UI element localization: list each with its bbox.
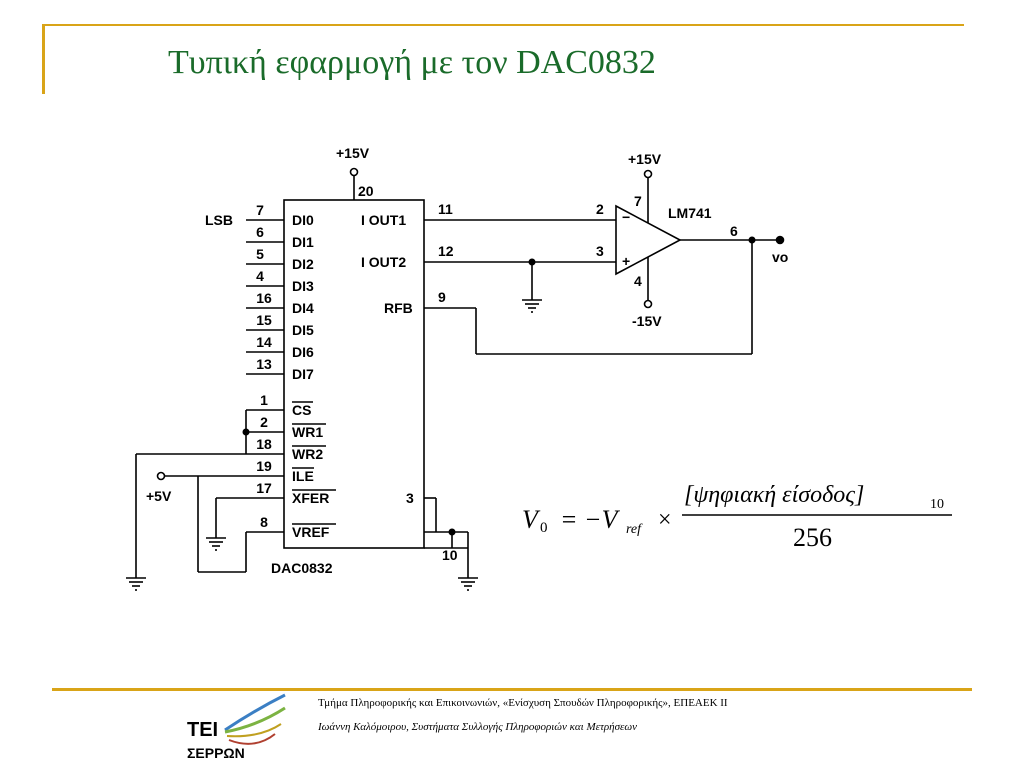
pin-name: DI1 <box>292 234 314 250</box>
pin-name: DI2 <box>292 256 314 272</box>
ground-symbol <box>206 537 226 551</box>
pin-name: CS <box>292 402 311 418</box>
pin-name: XFER <box>292 490 329 506</box>
opamp-pos-supply: +15V <box>628 151 662 167</box>
pin-num: 5 <box>256 246 264 262</box>
opamp-pin: 3 <box>596 243 604 259</box>
pin-num: 9 <box>438 289 446 305</box>
pin-num: 8 <box>260 514 268 530</box>
transfer-equation: V 0 = −V ref × [ψηφιακή είσοδος] 10 256 <box>522 482 952 552</box>
pin-num: 18 <box>256 436 272 452</box>
pin-20: 20 <box>358 183 374 199</box>
opamp-neg-supply: -15V <box>632 313 662 329</box>
chip-label: DAC0832 <box>271 560 333 576</box>
pin-name: WR1 <box>292 424 323 440</box>
pin-name: WR2 <box>292 446 323 462</box>
opamp-pin: 7 <box>634 193 642 209</box>
logo-text-2: ΣΕΡΡΩΝ <box>187 745 245 761</box>
title-accent-bar <box>42 24 45 94</box>
pin-num: 1 <box>260 392 268 408</box>
eq-ref-sub: ref <box>626 522 643 537</box>
pin-name: I OUT2 <box>361 254 406 270</box>
pin-name: VREF <box>292 524 330 540</box>
eq-times: × <box>658 507 672 533</box>
opamp-pin: 6 <box>730 223 738 239</box>
pin-name: DI5 <box>292 322 314 338</box>
ground-symbol <box>126 577 146 591</box>
plus5-label: +5V <box>146 488 172 504</box>
opamp-label: LM741 <box>668 205 712 221</box>
supply-top-label: +15V <box>336 145 370 161</box>
eq-num-sub: 10 <box>930 497 944 512</box>
pin-num: 3 <box>406 490 414 506</box>
opamp-pin: 2 <box>596 201 604 217</box>
pin-num: 19 <box>256 458 272 474</box>
opamp-minus: − <box>622 209 630 225</box>
pin-num: 16 <box>256 290 272 306</box>
output-label: vo <box>772 249 788 265</box>
eq-equals: = −V <box>560 505 621 534</box>
logo-text-1: ΤΕΙ <box>187 719 218 741</box>
pin-name: I OUT1 <box>361 212 406 228</box>
eq-lhs: V <box>522 505 541 534</box>
eq-denominator: 256 <box>793 523 832 552</box>
pin-num: 15 <box>256 312 272 328</box>
top-divider <box>42 24 964 26</box>
pin-num: 12 <box>438 243 454 259</box>
footer-line-2: Ιωάννη Καλόμοιρου, Συστήματα Συλλογής Πλ… <box>318 721 638 733</box>
pin-10: 10 <box>442 547 458 563</box>
lsb-label: LSB <box>205 212 233 228</box>
tei-serron-logo: ΤΕΙ ΣΕΡΡΩΝ <box>187 693 286 761</box>
pin-name: DI3 <box>292 278 314 294</box>
pin-num: 17 <box>256 480 272 496</box>
pin-name: DI6 <box>292 344 314 360</box>
pin-num: 2 <box>260 414 268 430</box>
ground-symbol <box>458 577 478 591</box>
pin-name: ILE <box>292 468 314 484</box>
footer-divider <box>52 688 972 691</box>
pin-num: 7 <box>256 202 264 218</box>
pin-name: DI4 <box>292 300 314 316</box>
opamp-pin: 4 <box>634 273 642 289</box>
pin-name: DI0 <box>292 212 314 228</box>
opamp-plus: + <box>622 253 630 269</box>
eq-lhs-sub: 0 <box>540 520 548 536</box>
footer-line-1: Τμήμα Πληροφορικής και Επικοινωνιών, «Εν… <box>318 697 728 709</box>
pin-name: DI7 <box>292 366 314 382</box>
pin-num: 4 <box>256 268 264 284</box>
pin-num: 6 <box>256 224 264 240</box>
pin-name: RFB <box>384 300 413 316</box>
pin-num: 13 <box>256 356 272 372</box>
eq-numerator: [ψηφιακή είσοδος] <box>684 482 864 508</box>
pin-num: 11 <box>438 201 453 217</box>
ground-symbol <box>522 299 542 313</box>
page-title: Τυπική εφαρμογή με τον DAC0832 <box>168 44 656 81</box>
pin-num: 14 <box>256 334 272 350</box>
